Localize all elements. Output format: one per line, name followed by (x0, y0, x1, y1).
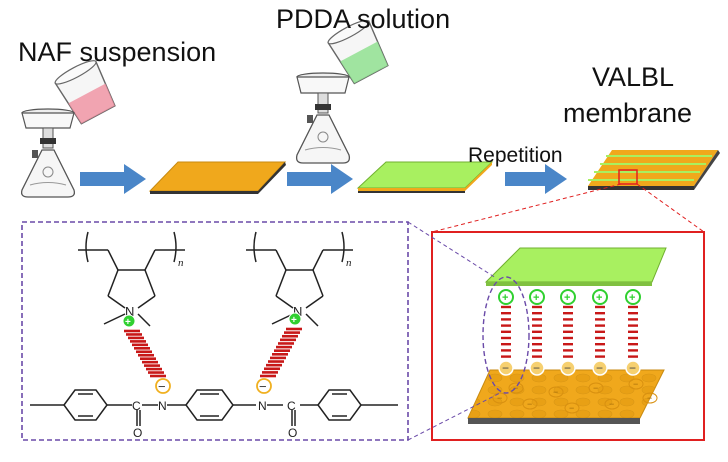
surface-charge (564, 402, 580, 414)
negative-charge (560, 360, 576, 376)
negative-charge (625, 360, 641, 376)
zoom-line-right (636, 183, 705, 233)
molecule-box (21, 221, 409, 441)
filter-flask-2-icon (295, 72, 351, 164)
minus-sign: − (553, 387, 558, 397)
valbl-label-line1: VALBL (592, 62, 674, 92)
minus-sign: − (629, 361, 636, 375)
minus-sign: − (633, 379, 638, 389)
minus-sign: − (569, 403, 574, 413)
positive-charge (560, 289, 576, 305)
minus-sign: − (609, 399, 614, 409)
repeat-n-2: n (346, 257, 352, 269)
highlight-ellipse (482, 276, 530, 394)
atom-n-1: N (125, 304, 134, 319)
interaction-stripe-2 (260, 327, 302, 378)
naf-suspension-label: NAF suspension (18, 37, 216, 67)
minus-sign: − (596, 361, 603, 375)
minus-sign: − (564, 361, 571, 375)
negative-charge (592, 360, 608, 376)
positive-charge (498, 289, 514, 305)
minus-sign: − (513, 383, 518, 393)
naf-layer-slab (148, 161, 287, 194)
connector-top (407, 221, 497, 279)
plus-sign: + (564, 292, 570, 304)
plus-sign: + (629, 292, 635, 304)
surface-charge (548, 386, 564, 398)
pdda-unit-2 (246, 231, 353, 327)
atom-o-2: O (288, 426, 297, 440)
pdda-layer-detail (484, 247, 667, 286)
minus-sign: − (593, 383, 598, 393)
negative-charge-2 (256, 378, 272, 394)
negative-charge (498, 360, 514, 376)
minus-sign: − (527, 399, 532, 409)
atom-n-2: N (293, 304, 302, 319)
plus-sign: + (502, 292, 508, 304)
positive-charge-2 (288, 312, 302, 326)
naf-layer-detail (467, 369, 665, 424)
filter-flask-1-icon (20, 108, 76, 198)
surface-charge (588, 382, 604, 394)
connector-bottom (407, 392, 501, 441)
minus-sign: − (647, 393, 652, 403)
zoom-line-left (431, 183, 622, 233)
plus-sign: + (596, 292, 602, 304)
aramid-backbone (30, 389, 398, 426)
positive-charge-1 (122, 314, 136, 328)
valbl-label-line2: membrane (563, 98, 692, 128)
minus-sign: − (502, 361, 509, 375)
positive-charge (592, 289, 608, 305)
atom-c-2: C (287, 399, 296, 413)
positive-charge (529, 289, 545, 305)
pdda-on-naf-slab (356, 161, 494, 193)
surface-charge (508, 382, 524, 394)
atom-c-1: C (132, 399, 141, 413)
pdda-unit-1 (78, 231, 185, 327)
surface-charge (604, 398, 620, 410)
plus-2: + (291, 315, 297, 326)
surface-charge (492, 392, 508, 404)
plus-1: + (125, 317, 131, 328)
minus-1: − (158, 379, 166, 394)
pdda-solution-label: PDDA solution (276, 4, 450, 34)
minus-sign: − (533, 361, 540, 375)
negative-charge (529, 360, 545, 376)
minus-sign: − (497, 393, 502, 403)
green-beaker-icon (327, 19, 389, 85)
process-arrow-3 (505, 164, 567, 194)
surface-charge (522, 398, 538, 410)
atom-o-1: O (133, 426, 142, 440)
positive-charge (625, 289, 641, 305)
atom-n-4: N (258, 399, 267, 413)
repetition-label: Repetition (468, 144, 563, 167)
minus-2: − (259, 379, 267, 394)
atom-n-3: N (158, 399, 167, 413)
repeat-n-1: n (178, 257, 184, 269)
process-arrow-2 (287, 164, 353, 194)
surface-charge (628, 378, 644, 390)
process-arrow-1 (80, 164, 146, 194)
valbl-membrane-stack (588, 150, 720, 190)
negative-charge-1 (155, 378, 171, 394)
surface-charge (642, 392, 658, 404)
pink-beaker-icon (54, 60, 116, 125)
ionic-links: +−+−+−+−+−−−−−−−−−− (492, 289, 658, 414)
interaction-stripe-1 (124, 329, 166, 378)
plus-sign: + (533, 292, 539, 304)
